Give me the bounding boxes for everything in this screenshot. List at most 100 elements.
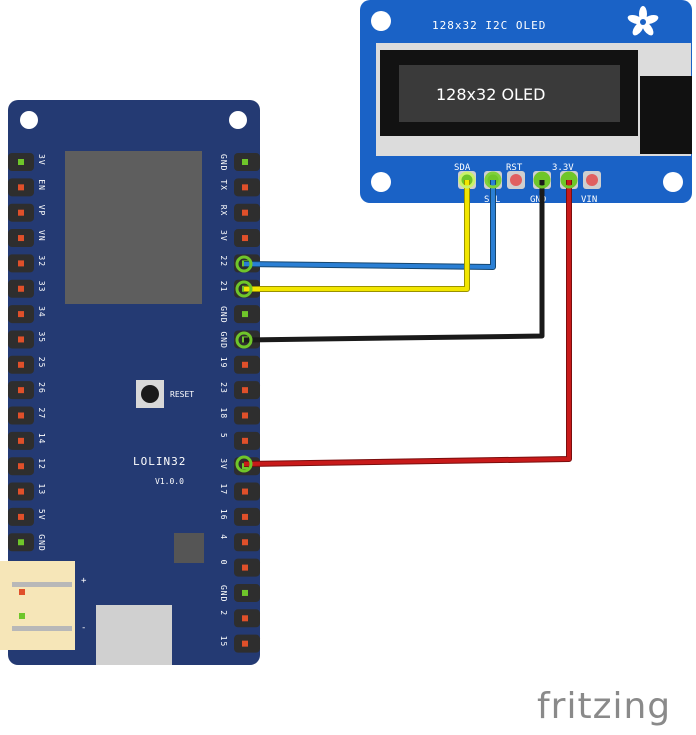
wire-3v3[interactable] xyxy=(243,180,572,467)
right-pin-label: 23 xyxy=(219,382,228,394)
left-pin-13[interactable]: 13 xyxy=(8,482,46,501)
oled-module: 128x32 I2C OLED 128x32 OLED SDASCLRSTGND… xyxy=(360,0,692,205)
oled-pin-label: RST xyxy=(506,163,523,173)
left-pin-en[interactable]: EN xyxy=(8,178,46,197)
left-header-pins: 3V EN VP VN 32 33 34 35 25 26 27 14 12 13 5V GND xyxy=(8,153,46,552)
left-pin-label: 5V xyxy=(37,509,46,521)
left-pin-label: 3V xyxy=(37,154,46,166)
right-pin-label: 0 xyxy=(219,560,228,566)
wire-endpoint-gnd-board xyxy=(235,331,253,349)
left-pin-5v[interactable]: 5V xyxy=(8,507,46,526)
right-pin-17-13[interactable]: 17 xyxy=(219,482,260,501)
left-pin-14[interactable]: 14 xyxy=(8,431,46,450)
left-pin-27[interactable]: 27 xyxy=(8,406,46,425)
left-pin-label: 32 xyxy=(37,255,46,267)
oled-hole-bottom-left xyxy=(371,172,391,192)
adafruit-flower-icon xyxy=(627,6,659,36)
right-pin-3v-3[interactable]: 3V xyxy=(219,229,260,248)
right-pin-label: 3V xyxy=(219,458,228,470)
right-pin-label: GND xyxy=(219,585,228,602)
right-pin-label: 22 xyxy=(219,255,228,267)
right-pin-gnd-0[interactable]: GND xyxy=(219,153,260,171)
right-pin-label: 21 xyxy=(219,281,228,293)
esp32-module xyxy=(65,151,202,304)
left-pin-label: VP xyxy=(37,205,46,217)
wire-endpoint-3v3 xyxy=(560,171,578,189)
right-pin-label: 15 xyxy=(219,636,228,648)
left-pin-label: EN xyxy=(37,179,46,191)
left-pin-26[interactable]: 26 xyxy=(8,381,46,400)
right-pin-2-18[interactable]: 2 xyxy=(219,609,260,628)
battery-pin-plus xyxy=(19,589,25,595)
wire-endpoint-gpio21 xyxy=(235,280,253,298)
oled-pin-rst[interactable]: RST xyxy=(506,163,525,189)
right-pin-5-11[interactable]: 5 xyxy=(219,431,260,450)
right-pin-4-15[interactable]: 4 xyxy=(219,533,260,552)
left-pin-gnd[interactable]: GND xyxy=(8,533,46,552)
left-pin-33[interactable]: 33 xyxy=(8,279,46,298)
lolin32-board: RESET LOLIN32 V1.0.0 + - 3VENVPVN3233343… xyxy=(0,100,260,665)
mount-hole-top-right xyxy=(229,111,247,129)
left-pin-vn[interactable]: VN xyxy=(8,229,46,248)
left-pin-label: 33 xyxy=(37,281,46,293)
right-pin-15-19[interactable]: 15 xyxy=(219,634,260,653)
left-pin-label: 12 xyxy=(37,458,46,470)
left-pin-label: 27 xyxy=(37,408,46,420)
right-pin-label: GND xyxy=(219,331,228,348)
oled-screen-text: 128x32 OLED xyxy=(436,85,545,104)
battery-plus-label: + xyxy=(81,576,87,586)
left-pin-32[interactable]: 32 xyxy=(8,254,46,273)
left-pin-label: 14 xyxy=(37,433,46,445)
usb-connector xyxy=(96,605,172,665)
oled-pin-vin[interactable]: VIN xyxy=(581,171,601,205)
left-pin-35[interactable]: 35 xyxy=(8,330,46,349)
left-pin-label: GND xyxy=(37,534,46,551)
left-pin-label: 25 xyxy=(37,357,46,369)
wire-endpoint-3v-board xyxy=(235,455,253,473)
right-pin-rx-2[interactable]: RX xyxy=(219,203,260,222)
right-pin-23-9[interactable]: 23 xyxy=(219,381,260,400)
board-name: LOLIN32 xyxy=(133,455,186,468)
right-pin-label: RX xyxy=(219,205,228,217)
oled-hole-top-left xyxy=(371,11,391,31)
battery-connector-bar-bottom xyxy=(12,626,72,631)
left-pin-label: 34 xyxy=(37,306,46,318)
left-pin-3v[interactable]: 3V xyxy=(8,153,46,171)
left-pin-25[interactable]: 25 xyxy=(8,355,46,374)
wire-gnd[interactable] xyxy=(243,180,545,343)
board-version: V1.0.0 xyxy=(155,477,184,486)
right-pin-gnd-17[interactable]: GND xyxy=(219,583,260,602)
right-pin-tx-1[interactable]: TX xyxy=(219,178,260,197)
oled-hole-bottom-right xyxy=(663,172,683,192)
chip xyxy=(174,533,204,563)
wire-endpoint-scl xyxy=(484,171,502,189)
right-pin-0-16[interactable]: 0 xyxy=(219,558,260,577)
right-pin-label: 4 xyxy=(219,534,228,540)
left-pin-vp[interactable]: VP xyxy=(8,203,46,222)
battery-connector-bar-top xyxy=(12,582,72,587)
oled-pin-label: GND xyxy=(530,195,546,205)
right-pin-19-8[interactable]: 19 xyxy=(219,355,260,374)
right-pin-label: 3V xyxy=(219,230,228,242)
right-pin-label: GND xyxy=(219,306,228,323)
left-pin-12[interactable]: 12 xyxy=(8,457,46,476)
right-pin-label: 17 xyxy=(219,484,228,496)
reset-label: RESET xyxy=(170,390,194,399)
right-pin-label: 19 xyxy=(219,357,228,369)
oled-header-label: 128x32 I2C OLED xyxy=(432,19,546,32)
right-pin-label: TX xyxy=(219,179,228,191)
right-pin-18-10[interactable]: 18 xyxy=(219,406,260,425)
right-pin-label: 2 xyxy=(219,610,228,616)
wires xyxy=(235,171,578,473)
right-pin-16-14[interactable]: 16 xyxy=(219,507,260,526)
mount-hole-top-left xyxy=(20,111,38,129)
left-pin-label: VN xyxy=(37,230,46,242)
left-pin-34[interactable]: 34 xyxy=(8,305,46,324)
right-pin-gnd-6[interactable]: GND xyxy=(219,305,260,324)
left-pin-label: 13 xyxy=(37,484,46,496)
left-pin-label: 35 xyxy=(37,331,46,343)
battery-pin-minus xyxy=(19,613,25,619)
reset-button-cap[interactable] xyxy=(141,385,159,403)
oled-pin-label: 3.3V xyxy=(552,163,574,173)
right-pin-label: GND xyxy=(219,154,228,171)
